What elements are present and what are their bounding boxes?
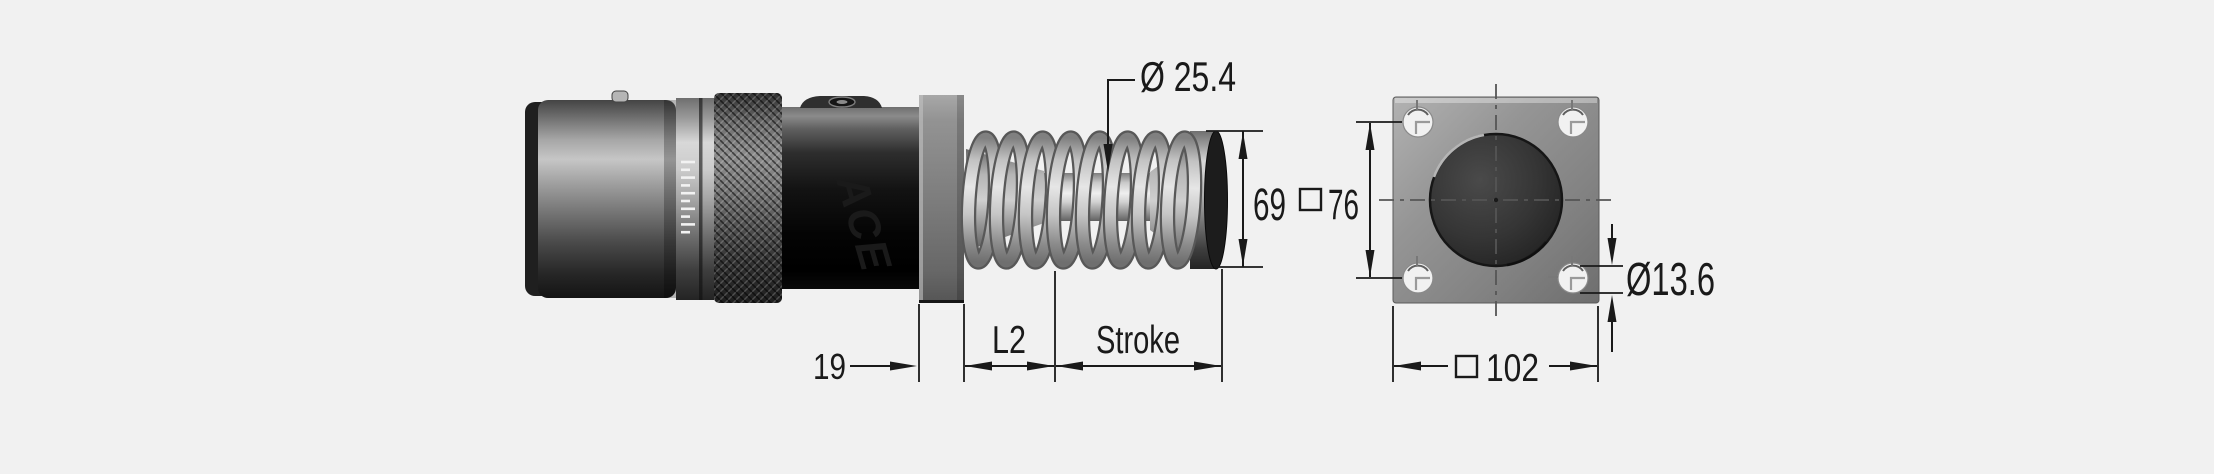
end-cap-diameter-label: 69 [1253, 179, 1286, 230]
rear-cap [538, 100, 676, 298]
bore-shadow-arc [1506, 241, 1548, 267]
dim-end-cap-diameter: 69 [1206, 130, 1286, 268]
arrowhead-right [1194, 361, 1221, 371]
center-point [1493, 197, 1499, 203]
arrowhead-left [1394, 361, 1421, 371]
arrowhead-down [1607, 238, 1617, 265]
arrowhead-up [1607, 295, 1617, 322]
arrowhead-down [1238, 239, 1248, 266]
bolt-spacing-label: 76 [1328, 181, 1359, 229]
square-symbol-icon [1298, 187, 1323, 212]
dim-hole-diameter: Ø13.6 [1580, 224, 1715, 352]
dim-flange-square: 102 [1392, 306, 1599, 390]
adjustment-collar [676, 98, 714, 300]
arrowhead-up [1365, 123, 1375, 150]
collar-scale-ticks [681, 160, 695, 234]
flange-side-shade [957, 95, 964, 303]
stroke-label: Stroke [1096, 319, 1180, 362]
l2-label: L2 [992, 319, 1026, 362]
flange-front-view [1379, 84, 1613, 316]
mounting-hole-bottom-right [1548, 256, 1589, 294]
end-cap-face [1204, 130, 1228, 270]
bore-highlight-arc [1432, 133, 1485, 178]
mounting-hole-top-right [1557, 100, 1589, 138]
shock-absorber-side-view: ACE [525, 90, 1228, 303]
fill-port-center [836, 100, 848, 104]
flange-offset-label: 19 [813, 346, 846, 387]
bleed-screw-nub [611, 90, 629, 103]
arrowhead-up [1238, 132, 1248, 159]
arrowhead-down [1365, 250, 1375, 277]
dim-rod-diameter: Ø 25.4 [1103, 53, 1236, 172]
arrowhead-left [965, 361, 992, 371]
main-body [782, 107, 919, 289]
dim-l2: L2 [965, 319, 1054, 371]
mounting-hole-top-left [1402, 100, 1434, 138]
square-symbol-icon [1454, 354, 1479, 379]
rear-cap-shadow [664, 100, 676, 298]
arrowhead-down [1103, 144, 1113, 172]
flange-square-label: 102 [1486, 347, 1539, 390]
arrowhead-right [890, 361, 917, 371]
dim-bolt-spacing: 76 [1298, 121, 1402, 279]
flange-side-highlight [919, 95, 923, 303]
arrowhead-right [1027, 361, 1054, 371]
arrowhead-left [1056, 361, 1083, 371]
mounting-hole-bottom-left [1402, 256, 1434, 294]
main-spring [960, 130, 1203, 270]
dim-stroke: Stroke [1054, 269, 1223, 382]
arrowhead-right [1570, 361, 1597, 371]
rod-diameter-label: Ø 25.4 [1140, 53, 1236, 100]
flange-side [919, 95, 964, 303]
knurled-ring-texture [714, 93, 782, 303]
dim-flange-offset: 19 [813, 304, 965, 387]
hole-diameter-label: Ø13.6 [1626, 253, 1715, 305]
flange-plate-top-highlight [1395, 98, 1597, 103]
collar-groove [699, 98, 703, 300]
